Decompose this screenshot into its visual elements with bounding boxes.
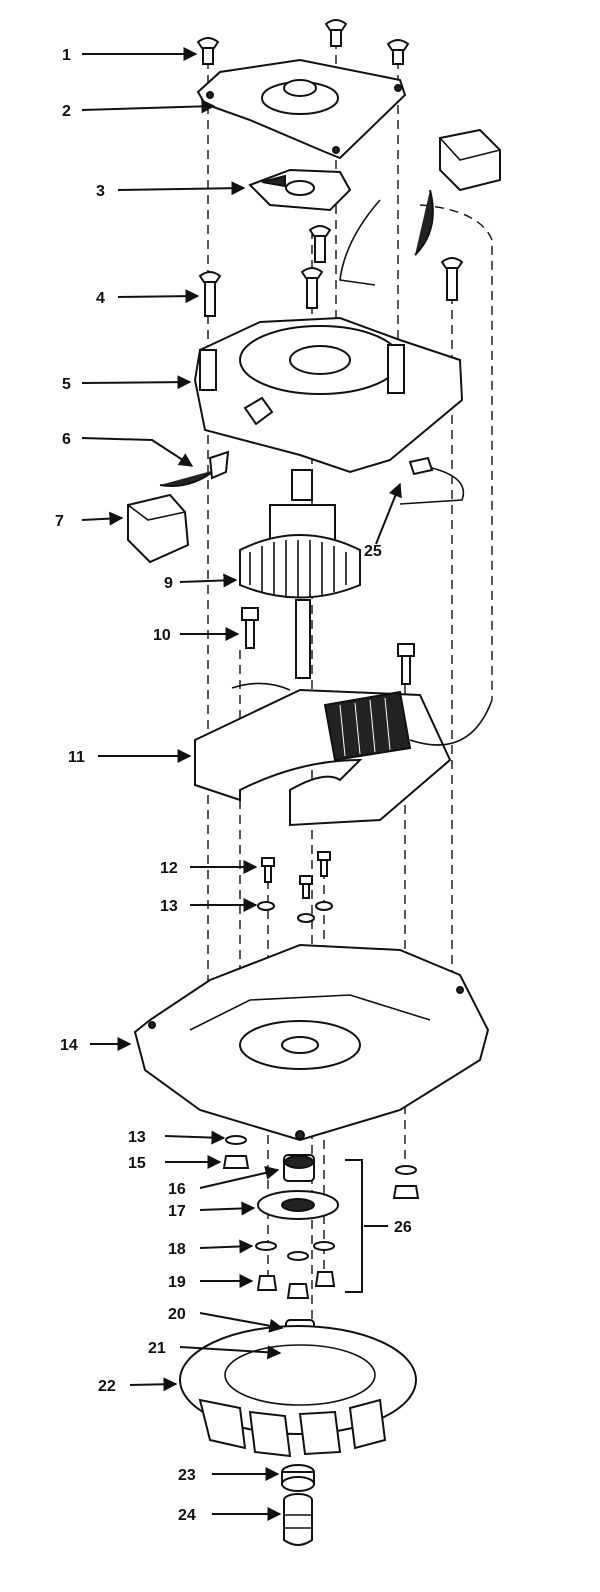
callout-label: 24 [178, 1507, 196, 1524]
lower-housing [133, 943, 490, 1142]
callout-label: 12 [160, 860, 178, 877]
lead-wire-terminal [399, 456, 465, 505]
field-bolts [241, 607, 415, 685]
callout-label: 19 [168, 1274, 186, 1291]
callout-labels: 1 2 3 4 5 6 7 9 10 11 12 13 14 13 15 16 … [55, 47, 412, 1524]
spacer-and-pulley [281, 1464, 315, 1546]
field-assembly [194, 682, 493, 827]
brush-holder-plate [248, 168, 352, 212]
callout-label: 16 [168, 1181, 186, 1198]
callout-label: 26 [394, 1219, 412, 1236]
callout-label: 15 [128, 1155, 146, 1172]
callout-label: 25 [364, 543, 382, 560]
callout-label: 10 [153, 627, 171, 644]
brush-cap [127, 493, 190, 564]
leader-arrows [81, 47, 402, 1521]
callout-label: 5 [62, 376, 71, 393]
assembly-axis-lines [207, 40, 493, 1330]
cooling-fan [179, 1325, 417, 1458]
top-end-plate [196, 58, 407, 160]
callout-label: 13 [128, 1129, 146, 1146]
armature [239, 469, 361, 679]
top-screw [196, 19, 410, 65]
small-screws-washers [257, 851, 333, 923]
callout-label: 1 [62, 47, 71, 64]
callout-label: 14 [60, 1037, 78, 1054]
callout-label: 21 [148, 1340, 166, 1357]
callout-label: 7 [55, 513, 64, 530]
callout-label: 3 [96, 183, 105, 200]
callout-label: 18 [168, 1241, 186, 1258]
callout-label: 20 [168, 1306, 186, 1323]
group-bracket [345, 1159, 363, 1293]
housing-screws [198, 225, 464, 317]
callout-label: 2 [62, 103, 71, 120]
callout-label: 11 [68, 749, 85, 766]
callout-label: 9 [164, 575, 173, 592]
callout-label: 6 [62, 431, 71, 448]
connector-plug [339, 128, 501, 286]
callout-label: 22 [98, 1378, 116, 1395]
callout-label: 23 [178, 1467, 196, 1484]
carbon-brush [159, 450, 230, 487]
callout-label: 17 [168, 1203, 186, 1220]
upper-housing [193, 316, 464, 474]
callout-label: 13 [160, 898, 178, 915]
callout-label: 4 [96, 290, 105, 307]
